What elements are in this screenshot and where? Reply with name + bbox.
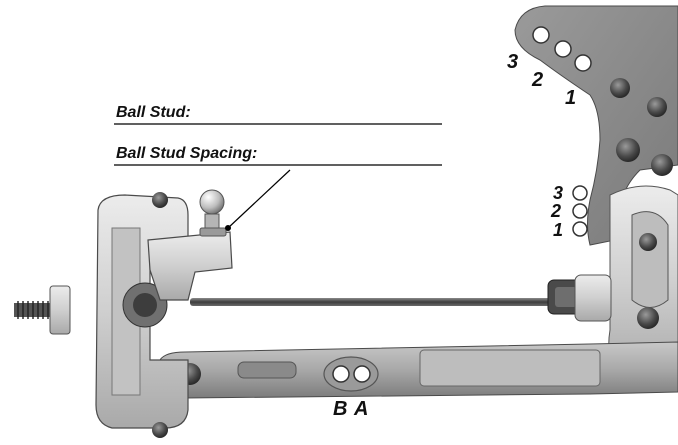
thread-marks (17, 301, 49, 319)
tower-boss (647, 97, 667, 117)
lower-arm (159, 341, 678, 399)
tower-lower-number-2: 2 (550, 201, 561, 221)
tower-hole-upper-2 (554, 40, 572, 58)
arm-hole-a (353, 365, 371, 383)
arm-hole-b (332, 365, 350, 383)
tower-upper-number-3: 3 (507, 51, 518, 73)
hub-carrier (14, 189, 233, 438)
ball-stud (199, 189, 225, 215)
camber-link (190, 274, 612, 322)
arm-hole-label-a: A (353, 398, 368, 420)
tower-lower-number-1: 1 (553, 220, 563, 240)
tower-hole-lower-2 (572, 203, 588, 219)
tower-lower-number-3: 3 (553, 183, 563, 203)
ball-stud-spacing-label: Ball Stud Spacing: (116, 145, 257, 162)
carrier-bolt-bottom (152, 422, 168, 438)
tower-hole-lower-1 (572, 221, 588, 237)
ball-stud-label: Ball Stud: (116, 104, 191, 121)
tower-hole-lower-3 (572, 185, 588, 201)
tower-hole-upper-3 (532, 26, 550, 44)
tower-upper-number-2: 2 (531, 69, 543, 91)
arm-hole-label-b: B (333, 398, 347, 420)
callouts (114, 123, 442, 229)
leader-line (227, 169, 291, 229)
tower-upper-number-1: 1 (565, 87, 576, 109)
carrier-bolt-top (152, 192, 168, 208)
tower-boss (616, 138, 640, 162)
tower-boss (610, 78, 630, 98)
tower-hole-upper-1 (574, 54, 592, 72)
tower-boss (651, 154, 673, 176)
leader-dot (225, 225, 231, 231)
